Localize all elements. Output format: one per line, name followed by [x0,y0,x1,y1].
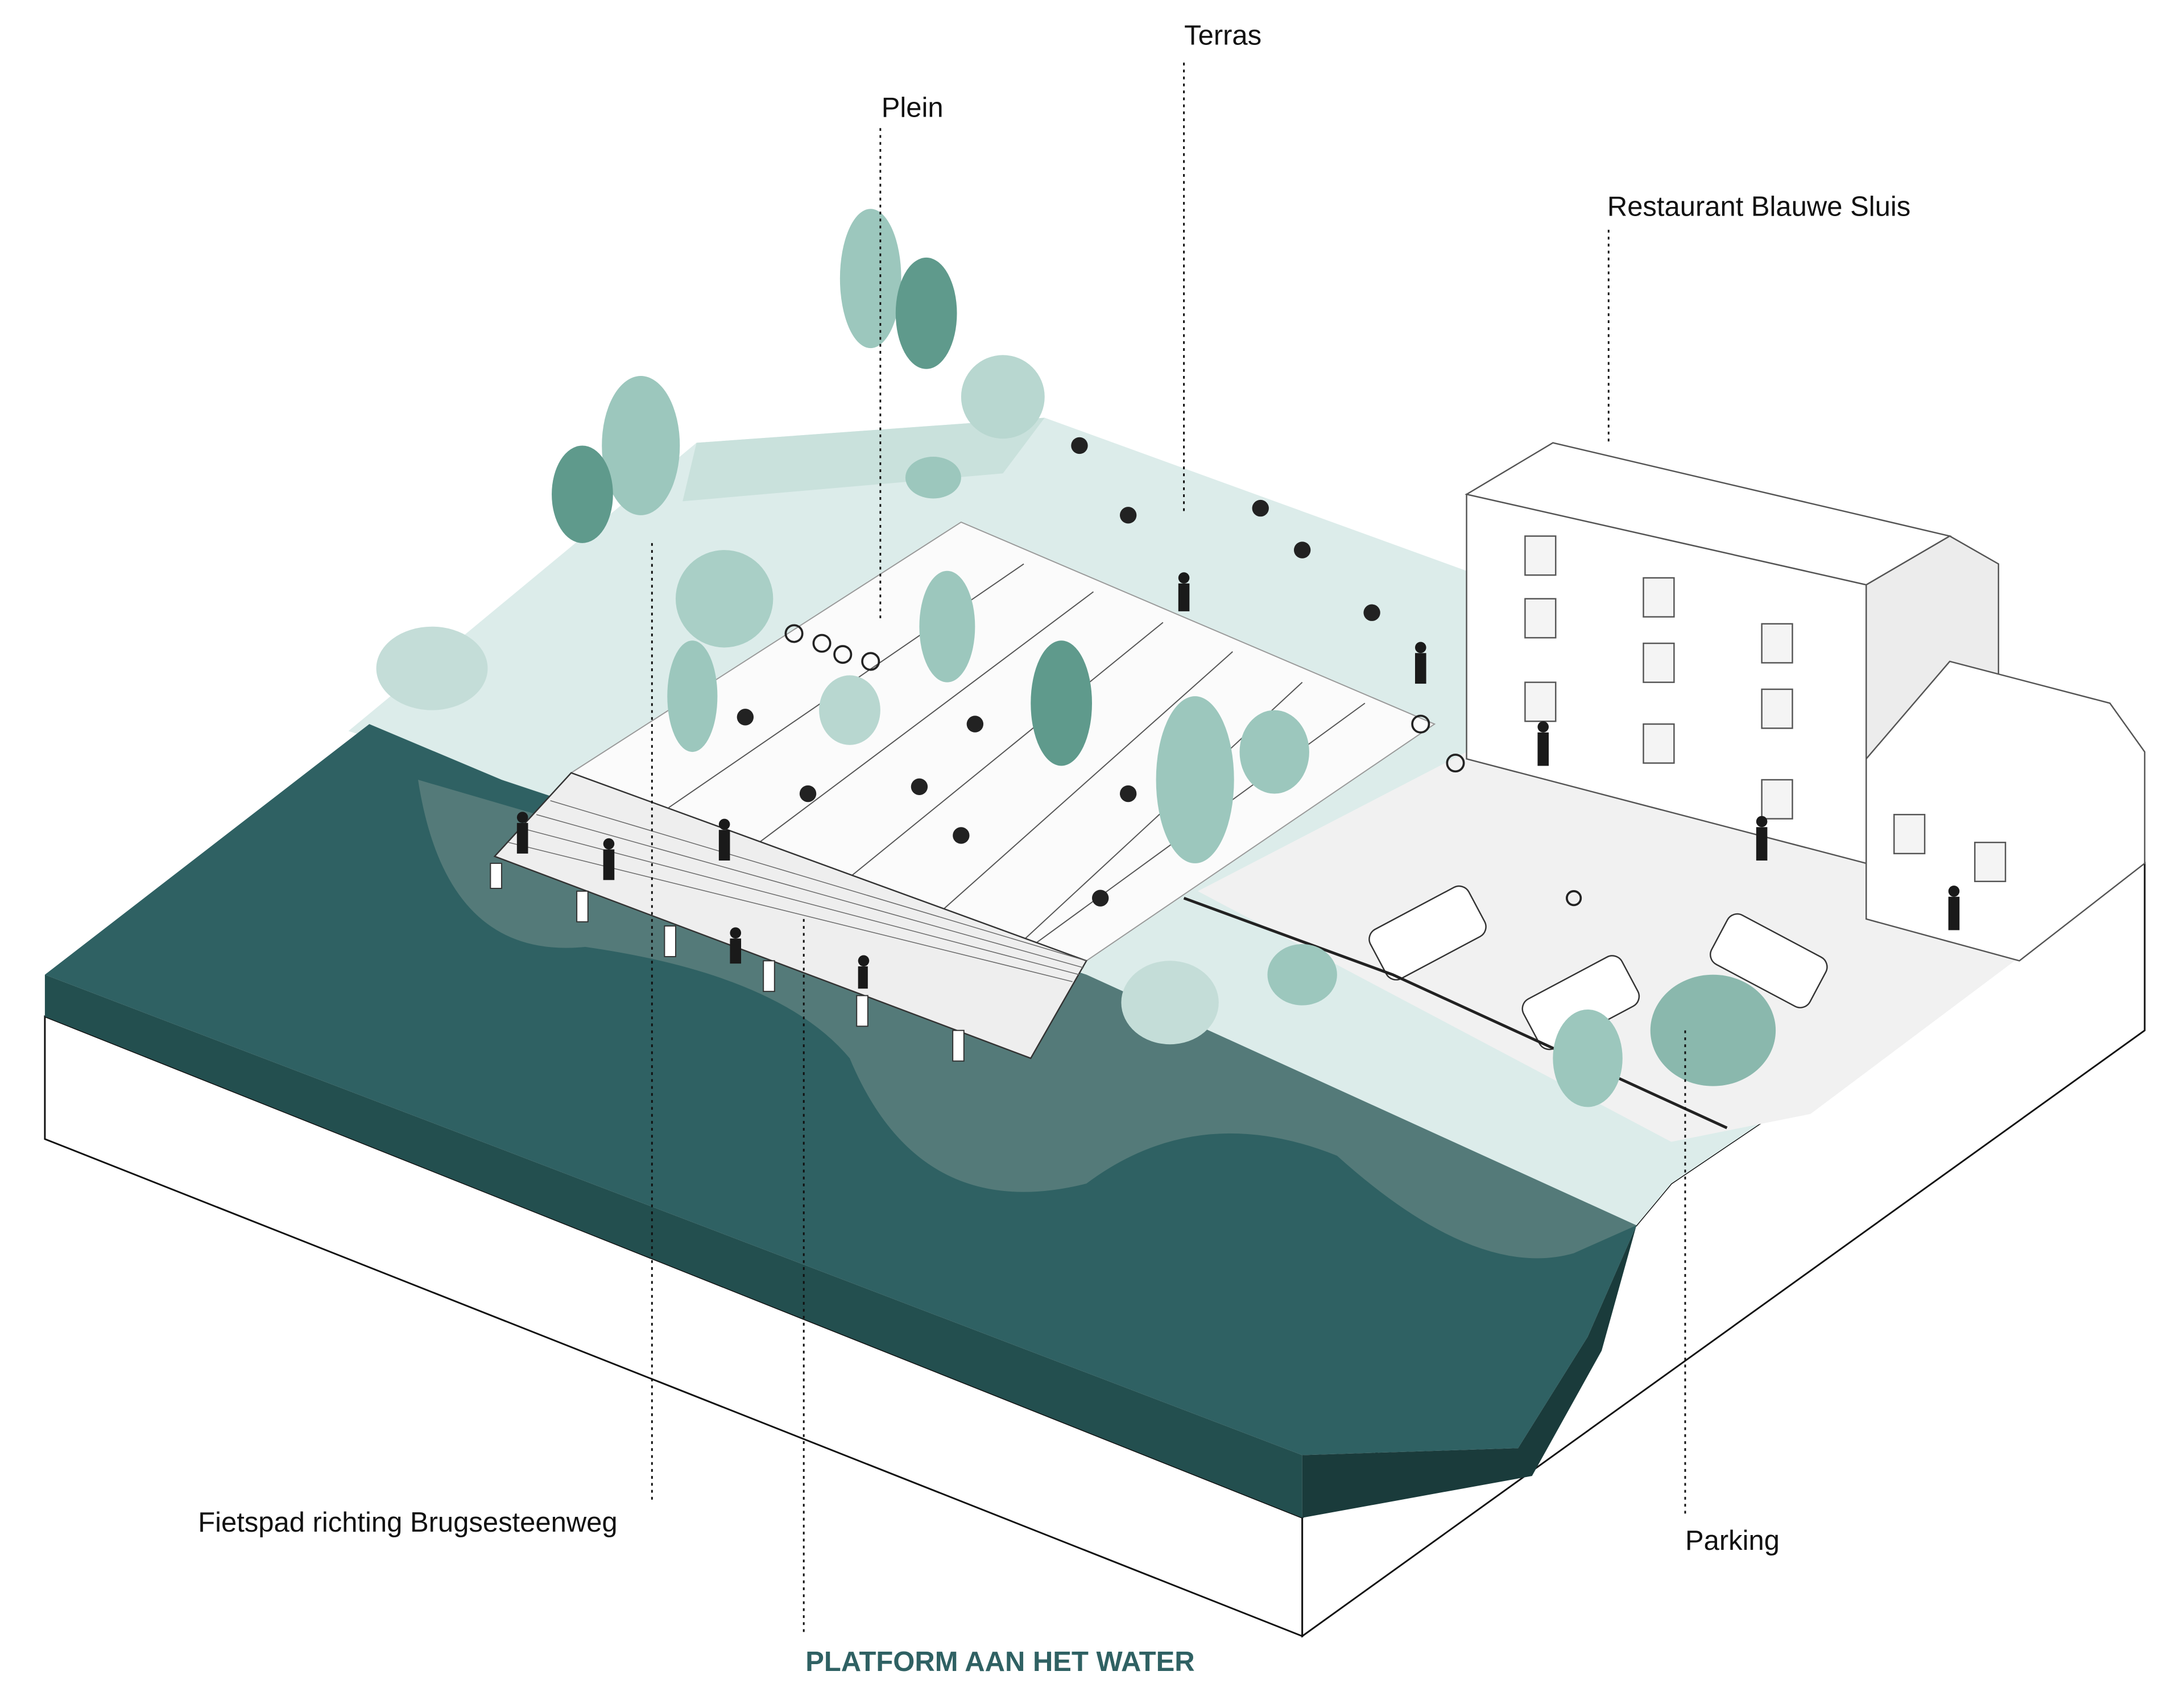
green-hill [682,417,1045,502]
trees [376,209,1776,1107]
deck-piles [490,862,965,1062]
label-parking: Parking [1685,1525,1780,1556]
restaurant-building [1465,442,2146,962]
deck-planks [508,800,1087,982]
label-fietspad: Fietspad richting Brugsesteenweg [198,1507,617,1538]
parked-cars [1368,885,1828,1050]
water-side [44,974,1302,1518]
water-surface [44,724,1637,1455]
label-platform: PLATFORM AAN HET WATER [805,1647,1194,1677]
label-terras: Terras [1184,20,1261,51]
water-edge-right [1302,1225,1637,1518]
terrace-tables [737,437,1380,907]
people [516,572,1960,989]
label-plein: Plein [882,93,944,123]
label-restaurant: Restaurant Blauwe Sluis [1607,191,1910,222]
bicycles [784,624,1582,907]
